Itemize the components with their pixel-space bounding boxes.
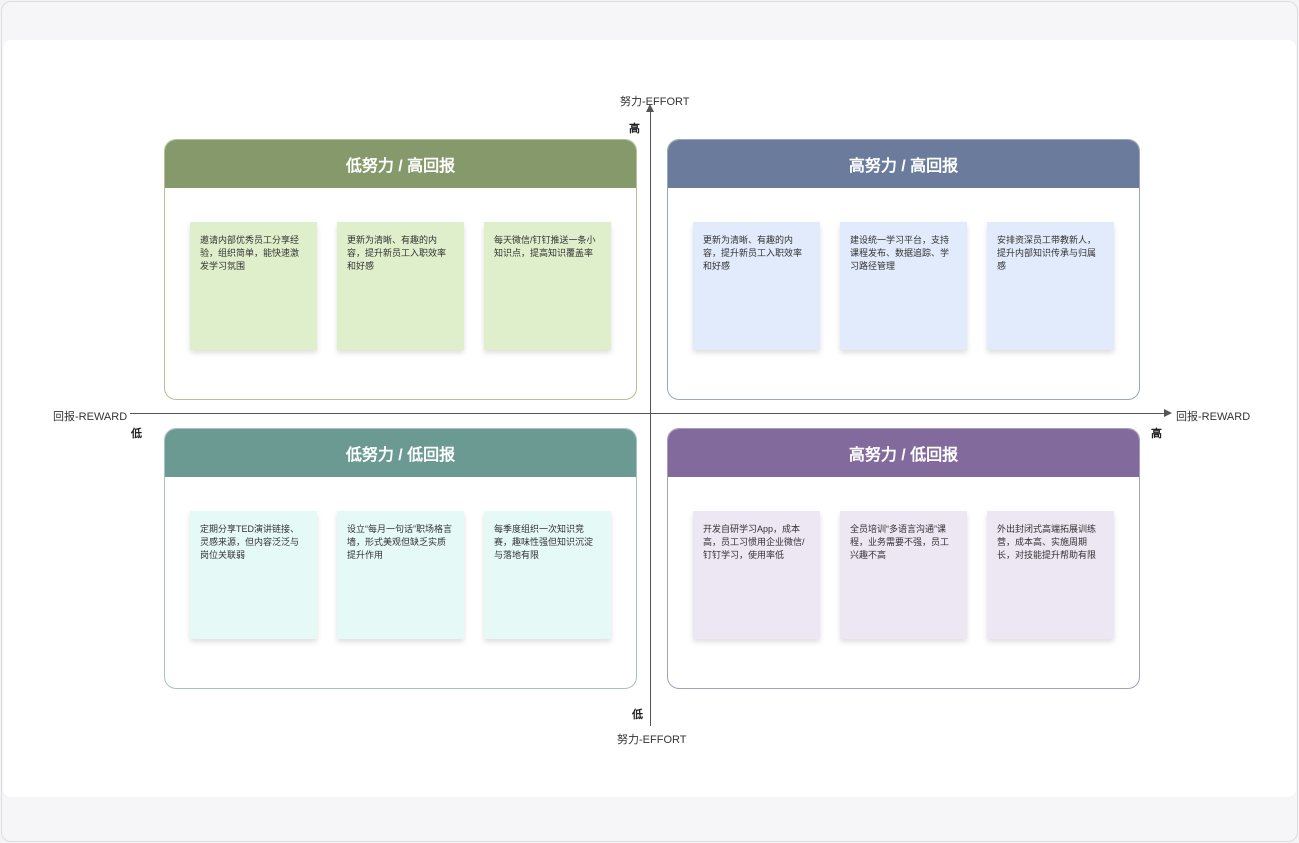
sticky-note[interactable]: 更新为清晰、有趣的内容，提升新员工入职效率和好感 bbox=[693, 222, 820, 350]
quadrant-title: 高努力 / 高回报 bbox=[668, 140, 1139, 188]
effort-axis-arrow-icon bbox=[646, 104, 654, 112]
quadrant-low-effort-high-reward: 低努力 / 高回报 邀请内部优秀员工分享经验，组织简单，能快速激发学习氛围 更新… bbox=[164, 139, 637, 400]
sticky-note[interactable]: 设立“每月一句话”职场格言墙，形式美观但缺乏实质提升作用 bbox=[337, 511, 464, 639]
quadrant-title: 低努力 / 低回报 bbox=[165, 429, 636, 477]
sticky-note[interactable]: 全员培训“多语言沟通”课程，业务需要不强，员工兴趣不高 bbox=[840, 511, 967, 639]
quadrant-high-effort-low-reward: 高努力 / 低回报 开发自研学习App，成本高，员工习惯用企业微信/钉钉学习，使… bbox=[667, 428, 1140, 689]
effort-axis-label-bottom: 努力-EFFORT bbox=[617, 734, 687, 746]
sticky-note[interactable]: 开发自研学习App，成本高，员工习惯用企业微信/钉钉学习，使用率低 bbox=[693, 511, 820, 639]
reward-axis-line bbox=[130, 413, 1166, 414]
effort-high-label: 高 bbox=[629, 123, 640, 135]
quadrant-notes: 定期分享TED演讲链接、灵感来源，但内容泛泛与岗位关联弱 设立“每月一句话”职场… bbox=[190, 511, 614, 639]
reward-axis-label-right: 回报-REWARD bbox=[1176, 411, 1251, 423]
sticky-note[interactable]: 每天微信/钉钉推送一条小知识点，提高知识覆盖率 bbox=[484, 222, 611, 350]
sticky-note[interactable]: 邀请内部优秀员工分享经验，组织简单，能快速激发学习氛围 bbox=[190, 222, 317, 350]
sticky-note[interactable]: 建设统一学习平台，支持课程发布、数据追踪、学习路径管理 bbox=[840, 222, 967, 350]
reward-high-label: 高 bbox=[1151, 428, 1162, 440]
effort-low-label: 低 bbox=[632, 709, 643, 721]
quadrant-notes: 邀请内部优秀员工分享经验，组织简单，能快速激发学习氛围 更新为清晰、有趣的内容，… bbox=[190, 222, 614, 350]
reward-axis-label-left: 回报-REWARD bbox=[53, 411, 128, 423]
effort-axis-line bbox=[650, 112, 651, 726]
sticky-note[interactable]: 安排资深员工带教新人，提升内部知识传承与归属感 bbox=[987, 222, 1114, 350]
sticky-note[interactable]: 外出封闭式高端拓展训练营，成本高、实施周期长，对技能提升帮助有限 bbox=[987, 511, 1114, 639]
quadrant-title: 低努力 / 高回报 bbox=[165, 140, 636, 188]
sticky-note[interactable]: 更新为清晰、有趣的内容，提升新员工入职效率和好感 bbox=[337, 222, 464, 350]
effort-axis-label-top: 努力-EFFORT bbox=[620, 96, 690, 108]
reward-axis-arrow-icon bbox=[1164, 409, 1172, 417]
quadrant-notes: 开发自研学习App，成本高，员工习惯用企业微信/钉钉学习，使用率低 全员培训“多… bbox=[693, 511, 1117, 639]
sticky-note[interactable]: 定期分享TED演讲链接、灵感来源，但内容泛泛与岗位关联弱 bbox=[190, 511, 317, 639]
sticky-note[interactable]: 每季度组织一次知识竞赛，趣味性强但知识沉淀与落地有限 bbox=[484, 511, 611, 639]
quadrant-low-effort-low-reward: 低努力 / 低回报 定期分享TED演讲链接、灵感来源，但内容泛泛与岗位关联弱 设… bbox=[164, 428, 637, 689]
quadrant-title: 高努力 / 低回报 bbox=[668, 429, 1139, 477]
quadrant-high-effort-high-reward: 高努力 / 高回报 更新为清晰、有趣的内容，提升新员工入职效率和好感 建设统一学… bbox=[667, 139, 1140, 400]
reward-low-label: 低 bbox=[131, 428, 142, 440]
quadrant-notes: 更新为清晰、有趣的内容，提升新员工入职效率和好感 建设统一学习平台，支持课程发布… bbox=[693, 222, 1117, 350]
